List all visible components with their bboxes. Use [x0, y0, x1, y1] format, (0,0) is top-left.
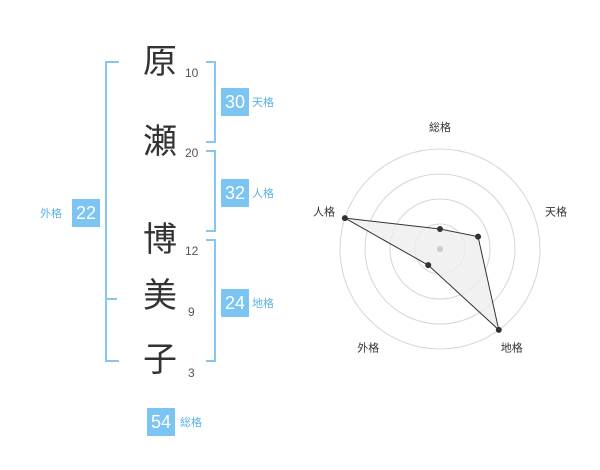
radar-axis-label-0: 総格: [429, 120, 451, 134]
stroke-count-3: 12: [185, 244, 199, 258]
tenkaku-label: 天格: [252, 96, 274, 109]
name-char-5: 子: [143, 340, 177, 380]
radar-ring-3: [364, 173, 516, 325]
stroke-count-4: 9: [188, 305, 195, 319]
chikaku-badge: 24: [221, 289, 249, 317]
gaikaku-bracket: [105, 61, 119, 362]
name-char-3: 博: [143, 220, 177, 260]
name-char-1: 原: [143, 42, 177, 82]
radar-axis-label-3: 外格: [357, 341, 379, 355]
stroke-count-5: 3: [188, 366, 195, 380]
chikaku-bracket: [206, 239, 216, 362]
radar-point-4: [341, 215, 348, 222]
radar-axis-label-1: 天格: [545, 204, 567, 218]
radar-point-2: [495, 326, 502, 333]
stroke-count-2: 20: [185, 146, 199, 160]
gaikaku-bracket-tick: [105, 298, 117, 300]
jinkaku-badge: 32: [221, 179, 249, 207]
radar-point-1: [475, 233, 482, 240]
soukaku-badge: 54: [147, 408, 175, 436]
gaikaku-label: 外格: [40, 207, 62, 220]
stroke-count-1: 10: [185, 66, 199, 80]
chikaku-label: 地格: [252, 297, 274, 310]
radar-point-3: [425, 262, 432, 269]
radar-ring-2: [389, 198, 491, 300]
jinkaku-bracket: [206, 150, 216, 232]
tenkaku-bracket: [206, 61, 216, 143]
name-char-2: 瀬: [143, 122, 177, 162]
soukaku-label: 総格: [180, 416, 202, 429]
radar-shape: [344, 217, 500, 332]
jinkaku-label: 人格: [252, 187, 274, 200]
radar-axis-label-2: 地格: [501, 341, 523, 355]
tenkaku-badge: 30: [221, 88, 249, 116]
radar-axis-label-4: 人格: [313, 204, 335, 218]
name-char-4: 美: [143, 276, 177, 316]
radar-point-0: [437, 226, 443, 232]
radar-ring-4: [339, 148, 541, 350]
radar-center-marker: [437, 246, 443, 252]
gaikaku-badge: 22: [72, 199, 100, 227]
